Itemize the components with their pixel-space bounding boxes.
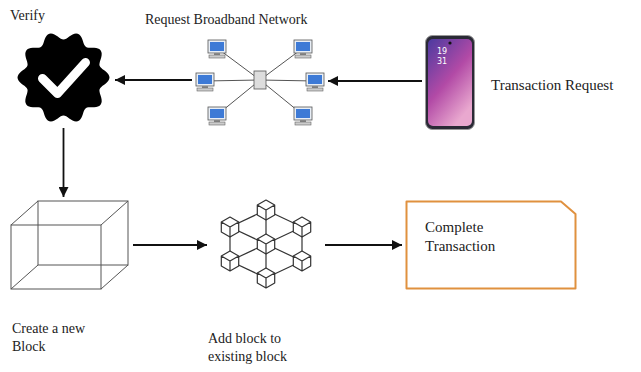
monitor xyxy=(306,73,324,86)
screen xyxy=(308,75,322,84)
screen xyxy=(198,75,212,84)
phone-body xyxy=(426,36,475,130)
block-cube xyxy=(221,217,238,237)
blockchain-illustration xyxy=(210,198,322,290)
computer-icon xyxy=(208,40,226,58)
cube-wireframe xyxy=(10,200,130,290)
monitor xyxy=(294,40,312,53)
block-cube xyxy=(257,200,274,220)
hub-server xyxy=(254,71,266,89)
stand xyxy=(214,120,220,122)
phone-clock-digit: 19 xyxy=(437,48,447,56)
phone-screen xyxy=(428,39,472,126)
block-cube xyxy=(257,268,274,288)
block-cube xyxy=(221,251,238,271)
new-block-node: Create a new Block xyxy=(10,200,130,290)
monitor xyxy=(208,107,226,120)
camera xyxy=(448,41,451,44)
flow-arrow xyxy=(328,80,422,82)
flow-arrow xyxy=(63,128,65,197)
keyboard xyxy=(209,122,225,125)
monitor xyxy=(294,107,312,120)
flow-arrow xyxy=(133,244,207,246)
monitor xyxy=(196,73,214,86)
node-label: Complete Transaction xyxy=(425,218,525,256)
node-label: Create a new Block xyxy=(12,320,112,355)
cube-edge xyxy=(11,201,38,225)
monitor xyxy=(208,40,226,53)
computer-icon xyxy=(208,107,226,125)
keyboard xyxy=(295,55,311,58)
block-cube xyxy=(293,251,310,271)
keyboard xyxy=(295,122,311,125)
cube-edge xyxy=(11,265,38,289)
node-label: Add block to existing block xyxy=(208,330,308,365)
phone-illustration xyxy=(425,35,475,130)
phone-clock-digit: 31 xyxy=(437,58,447,66)
complete-box: Complete Transaction xyxy=(405,200,577,290)
network-illustration xyxy=(195,35,325,127)
screen xyxy=(296,42,310,51)
flow-arrow xyxy=(325,244,402,246)
badge-shape xyxy=(18,34,110,122)
node-label: Request Broadband Network xyxy=(145,11,308,29)
stand xyxy=(202,86,208,88)
flow-arrow xyxy=(115,79,192,81)
chain-node: Add block to existing block xyxy=(210,198,322,290)
box-border xyxy=(407,202,576,289)
cube-front-face xyxy=(11,225,101,289)
computer-icon xyxy=(306,73,324,91)
computer-icon xyxy=(196,73,214,91)
screen xyxy=(296,109,310,118)
block-cube xyxy=(257,234,274,254)
cube-edge xyxy=(101,201,128,225)
node-label: Verify xyxy=(10,7,45,25)
screen xyxy=(210,109,224,118)
node-label: Transaction Request xyxy=(491,76,613,95)
network-node: Request Broadband Network xyxy=(195,35,325,127)
phone-node: Transaction Request xyxy=(425,35,475,130)
check-mark xyxy=(43,63,86,94)
screen xyxy=(210,42,224,51)
stand xyxy=(312,86,318,88)
block-cube xyxy=(293,217,310,237)
cube-back-face xyxy=(38,201,128,265)
keyboard xyxy=(307,88,323,91)
verify-node: Verify xyxy=(15,30,112,125)
keyboard xyxy=(209,55,225,58)
verify-badge xyxy=(15,30,112,125)
computer-icon xyxy=(294,107,312,125)
keyboard xyxy=(197,88,213,91)
cube-edge xyxy=(101,265,128,289)
computer-icon xyxy=(294,40,312,58)
stand xyxy=(300,120,306,122)
